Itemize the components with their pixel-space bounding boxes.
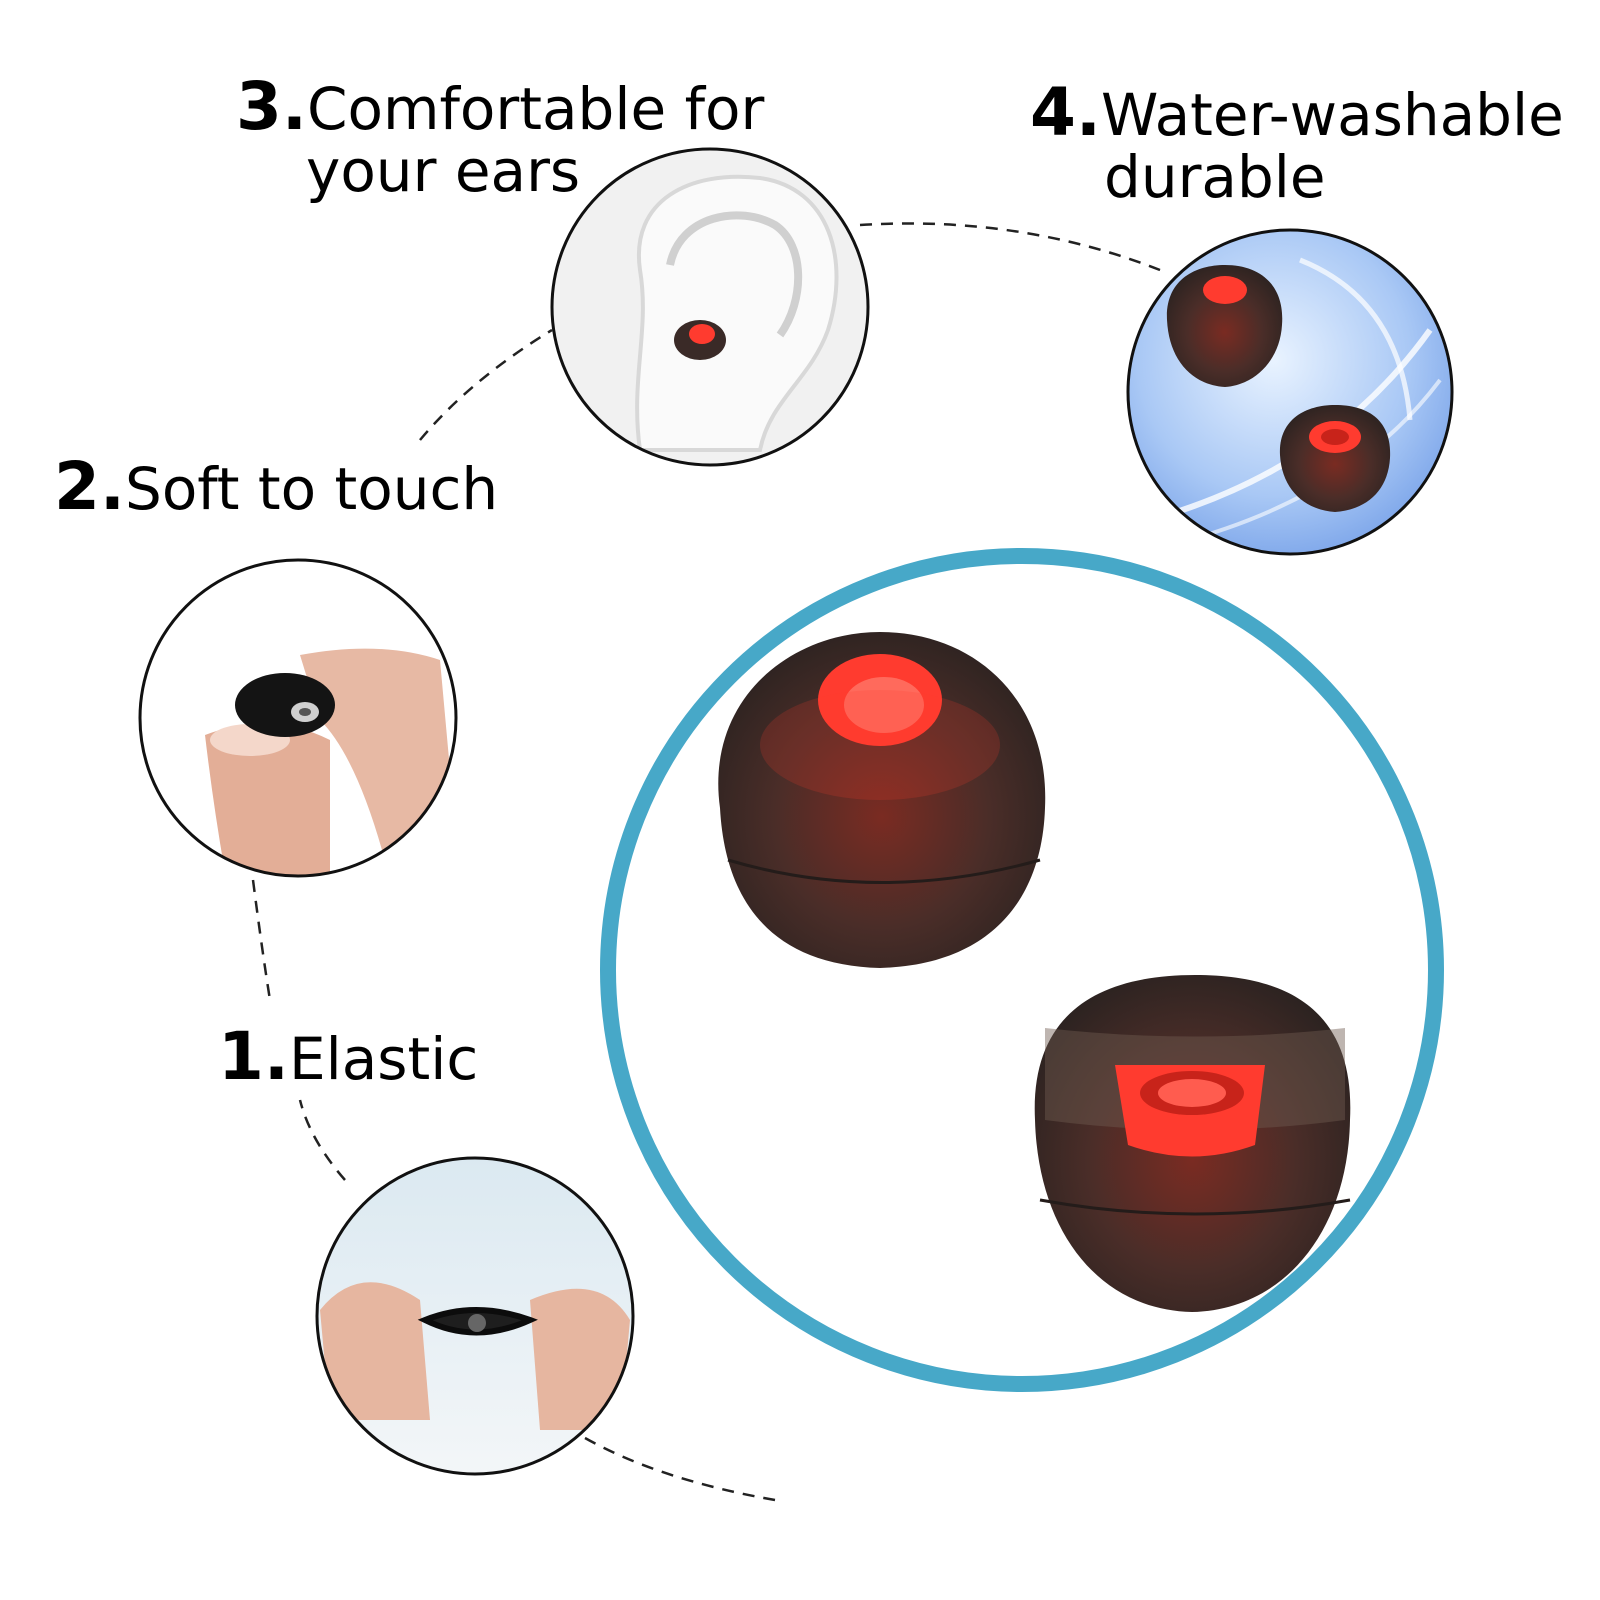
feature-4-text: Water-washable [1101,81,1564,149]
connector-3-4 [859,222,1161,272]
feature-4-text-line2: durable [1104,143,1326,212]
main-ring [600,548,1444,1392]
eartip-small-a [1166,265,1283,387]
feature-1-number: 1. [218,1018,289,1095]
dashed-connectors [251,222,1161,1502]
eartip-large-1 [718,632,1046,968]
feature-3-text: Comfortable for [307,75,765,143]
feature-2-label: 2.Soft to touch [54,452,498,521]
water-photo-circle [1126,228,1454,556]
feature-2-text: Soft to touch [125,455,499,523]
elastic-photo-circle [315,1156,635,1476]
eartip-large-2 [1034,975,1351,1312]
eartip-small-b [1279,405,1391,512]
feature-2-number: 2. [54,448,125,525]
connector-2-3 [419,328,553,441]
feature-3-text-line2: your ears [306,137,581,206]
connector-2-1 [251,879,272,1001]
feature-1-text: Elastic [289,1025,479,1093]
connector-1-bottom [584,1436,776,1502]
feature-3-label: 3.Comfortable for your ears [236,72,764,202]
feature-1-label: 1.Elastic [218,1022,478,1091]
connector-1-2 [298,1099,346,1181]
soft-photo-circle [138,558,458,878]
feature-3-number: 3. [236,68,307,145]
feature-4-label: 4.Water-washable durable [1030,78,1564,208]
feature-4-number: 4. [1030,74,1101,151]
ear-photo-circle [550,147,870,467]
